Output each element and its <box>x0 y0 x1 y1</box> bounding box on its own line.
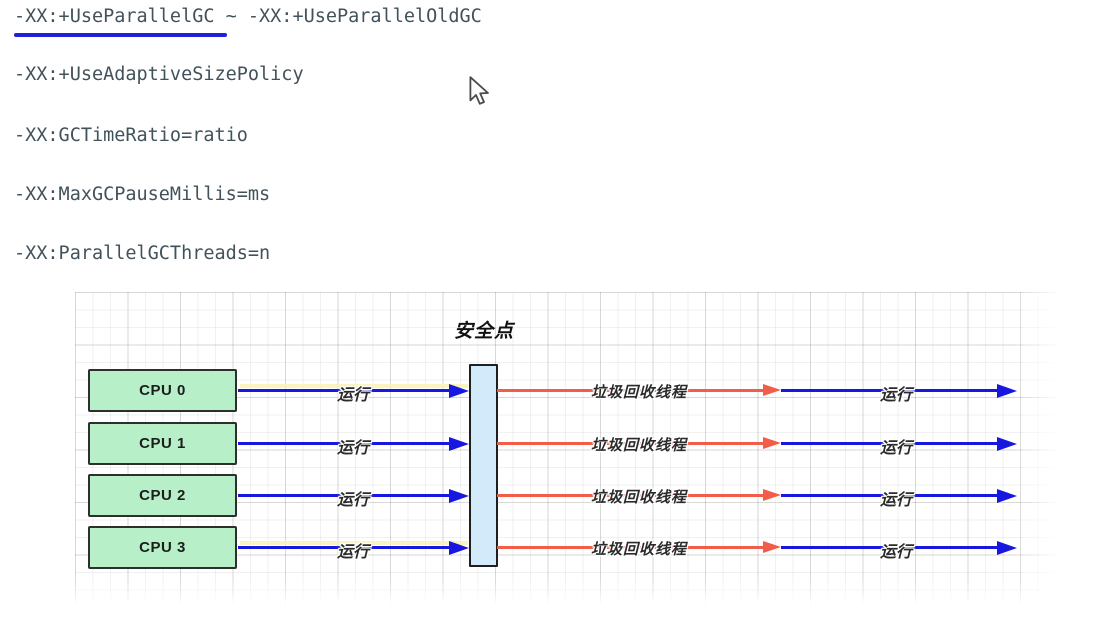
run-arrowhead-left <box>449 541 469 555</box>
gc-arrow-line <box>497 546 765 549</box>
run-arrow-line-right <box>781 389 999 392</box>
gc-thread-label: 垃圾回收线程 <box>590 489 687 506</box>
gc-arrowhead <box>763 437 781 449</box>
run-label-left: 运行 <box>336 387 369 404</box>
run-arrowhead-left <box>449 437 469 451</box>
run-label-left: 运行 <box>336 492 369 509</box>
flag-parallel-gc-threads: -XX:ParallelGCThreads=n <box>14 243 271 264</box>
run-arrowhead-left <box>449 489 469 503</box>
run-arrowhead-right <box>997 437 1017 451</box>
run-arrow-line-right <box>781 442 999 445</box>
gc-arrowhead <box>763 384 781 396</box>
safepoint-bar <box>469 364 498 567</box>
run-label-left: 运行 <box>336 440 369 457</box>
gc-arrow-line <box>497 389 765 392</box>
cpu-box-3: CPU 3 <box>88 526 237 569</box>
run-arrow-line-left <box>238 442 450 445</box>
cpu-label: CPU 1 <box>139 435 186 452</box>
run-label-right: 运行 <box>879 387 912 404</box>
gc-thread-label: 垃圾回收线程 <box>590 384 687 401</box>
safepoint-title: 安全点 <box>453 321 514 342</box>
run-arrowhead-right <box>997 541 1017 555</box>
run-arrow-line-right <box>781 494 999 497</box>
flag-use-parallel-gc: -XX:+UseParallelGC ~ -XX:+UseParallelOld… <box>14 6 482 27</box>
cpu-label: CPU 2 <box>139 487 186 504</box>
cpu-box-0: CPU 0 <box>88 369 237 412</box>
run-arrowhead-right <box>997 489 1017 503</box>
run-label-right: 运行 <box>879 544 912 561</box>
highlight-band <box>240 384 468 388</box>
run-arrow-line-left <box>238 546 450 549</box>
run-arrowhead-right <box>997 384 1017 398</box>
run-arrow-line-right <box>781 546 999 549</box>
flag-underline <box>14 33 227 37</box>
gc-thread-label: 垃圾回收线程 <box>590 437 687 454</box>
run-arrowhead-left <box>449 384 469 398</box>
run-label-right: 运行 <box>879 440 912 457</box>
grid-background <box>75 292 1060 605</box>
gc-arrow-line <box>497 494 765 497</box>
flag-use-adaptive-size: -XX:+UseAdaptiveSizePolicy <box>14 64 304 85</box>
run-label-left: 运行 <box>336 544 369 561</box>
flag-max-gc-pause-millis: -XX:MaxGCPauseMillis=ms <box>14 184 271 205</box>
run-arrow-line-left <box>238 494 450 497</box>
highlight-band <box>240 541 468 545</box>
flag-gc-time-ratio: -XX:GCTimeRatio=ratio <box>14 125 248 146</box>
cpu-label: CPU 3 <box>139 539 186 556</box>
gc-arrowhead <box>763 541 781 553</box>
run-label-right: 运行 <box>879 492 912 509</box>
run-arrow-line-left <box>238 389 450 392</box>
gc-thread-label: 垃圾回收线程 <box>590 541 687 558</box>
cpu-label: CPU 0 <box>139 382 186 399</box>
cpu-box-2: CPU 2 <box>88 474 237 517</box>
gc-arrow-line <box>497 442 765 445</box>
mouse-cursor-icon <box>468 76 492 113</box>
gc-arrowhead <box>763 489 781 501</box>
cpu-box-1: CPU 1 <box>88 422 237 465</box>
